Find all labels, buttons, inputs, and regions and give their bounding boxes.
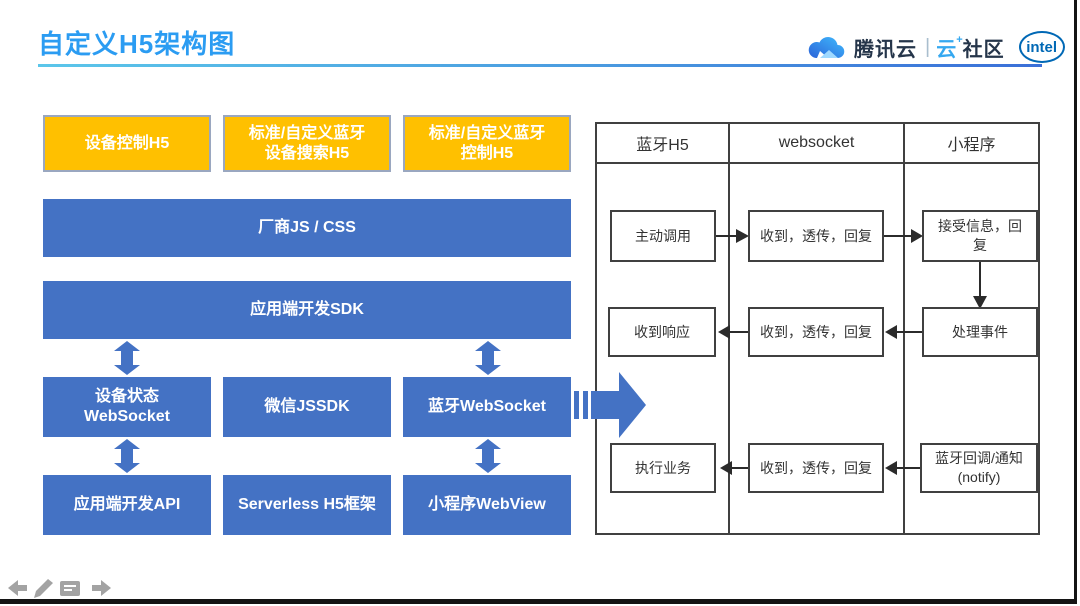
seq-box-bt-callback-notify: 蓝牙回调/通知 (notify) [920,443,1038,493]
intel-wordmark: intel [1026,38,1058,56]
brand-logos: 腾讯云 | 云 + 社区 intel [806,30,1065,64]
next-slide-icon [92,580,111,596]
pen-icon [34,579,53,598]
double-arrow-icon [475,439,501,473]
double-arrow-icon [114,439,140,473]
seq-box-execute-business: 执行业务 [610,443,716,493]
h5-block-bt-control: 标准/自定义蓝牙 控制H5 [403,115,571,172]
comment-icon [60,581,80,596]
lane-divider [728,124,730,533]
wechat-jssdk-block: 微信JSSDK [223,377,391,437]
seq-box-receive-reply: 接受信息，回 复 [922,210,1038,262]
lane-header-bluetooth-h5: 蓝牙H5 [636,137,689,154]
community-plus: + [956,34,963,46]
title-underline [38,64,1042,67]
header-divider [597,162,1038,164]
serverless-h5-block: Serverless H5框架 [223,475,391,535]
device-status-websocket-block: 设备状态 WebSocket [43,377,211,437]
seq-box-handle-event: 处理事件 [922,307,1038,357]
striped-right-arrow-icon [574,372,646,438]
seq-box-got-response: 收到响应 [608,307,716,357]
lane-header-miniprogram: 小程序 [947,137,996,154]
lane-divider [903,124,905,533]
community-shequ: 社区 [962,38,1005,61]
seq-box-relay-2: 收到，透传，回复 [748,307,884,357]
double-arrow-icon [475,341,501,375]
previous-slide-icon [8,580,27,596]
double-arrow-icon [114,341,140,375]
presenter-controls[interactable] [8,576,112,600]
tencent-cloud-wordmark: 腾讯云 [854,38,917,61]
seq-box-relay-1: 收到，透传，回复 [748,210,884,262]
lane-header-websocket: websocket [778,134,855,151]
page-title: 自定义H5架构图 [38,29,236,59]
h5-block-device-control: 设备控制H5 [43,115,211,172]
miniprogram-webview-block: 小程序WebView [403,475,571,535]
intel-logo: intel [1018,31,1065,63]
vendor-js-css-bar: 厂商JS / CSS [43,199,571,257]
window-edge-bottom [0,599,1077,604]
bluetooth-websocket-block: 蓝牙WebSocket [403,377,571,437]
sequence-diagram: 蓝牙H5 websocket 小程序 主动调用 收到，透传，回复 接受信息，回 … [595,122,1040,535]
community-yun: 云 [936,38,957,61]
brand-divider: | [925,35,931,58]
h5-block-bt-search: 标准/自定义蓝牙 设备搜索H5 [223,115,391,172]
seq-box-active-call: 主动调用 [610,210,716,262]
app-sdk-bar: 应用端开发SDK [43,281,571,339]
app-api-block: 应用端开发API [43,475,211,535]
seq-box-relay-3: 收到，透传，回复 [748,443,884,493]
tencent-cloud-icon [808,36,845,59]
window-edge-right [1074,0,1077,604]
